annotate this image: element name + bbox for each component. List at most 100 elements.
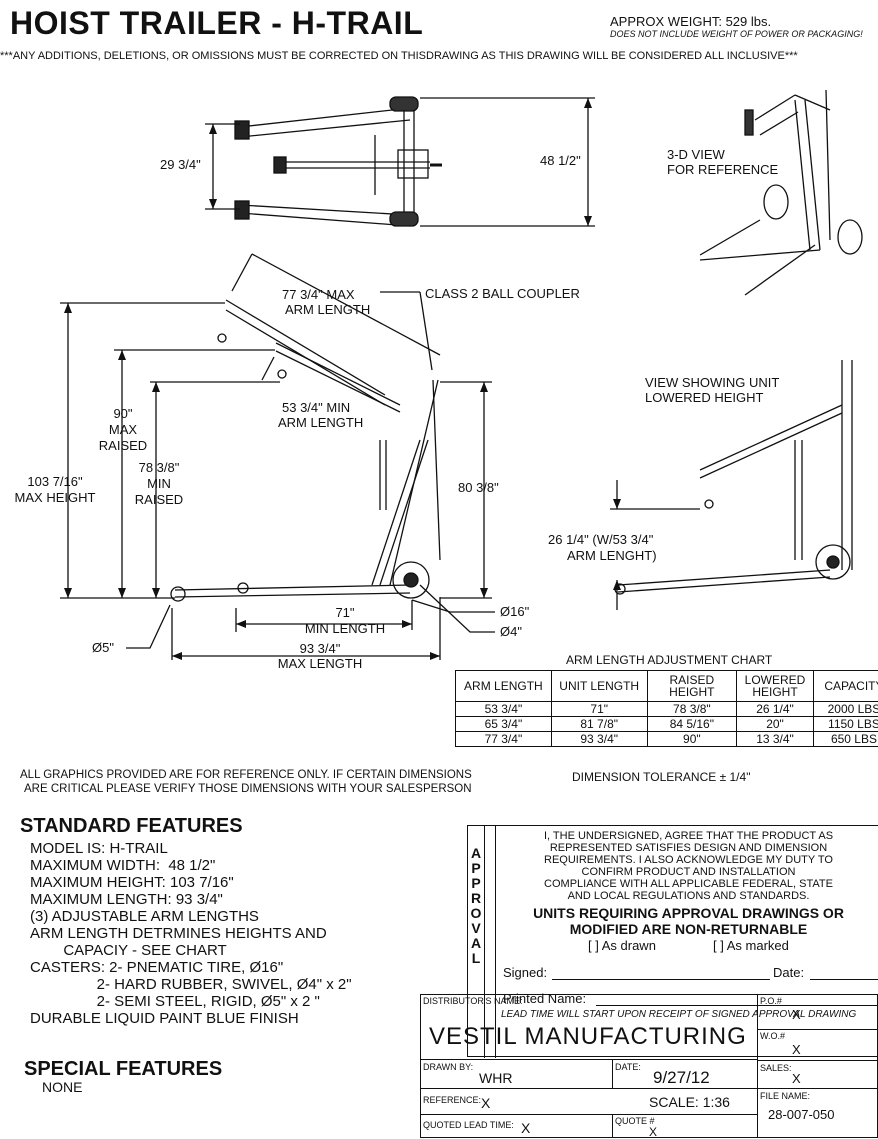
approval-warning-2: MODIFIED ARE NON-RETURNABLE bbox=[498, 921, 878, 937]
max-arm-label-1: 77 3/4" MAX bbox=[282, 287, 355, 302]
feature-line: MAXIMUM LENGTH: 93 3/4" bbox=[30, 891, 352, 908]
cell: 13 3/4" bbox=[737, 732, 814, 747]
feature-line: CASTERS: 2- PNEMATIC TIRE, Ø16" bbox=[30, 959, 352, 976]
signed-field[interactable] bbox=[552, 979, 770, 980]
approval-letter: A bbox=[468, 936, 484, 951]
date-block-label: DATE: bbox=[615, 1062, 641, 1072]
lowered-label-2: LOWERED HEIGHT bbox=[645, 390, 763, 405]
feature-line: (3) ADJUSTABLE ARM LENGTHS bbox=[30, 908, 352, 925]
table-row: 77 3/4" 93 3/4" 90" 13 3/4" 650 LBS bbox=[456, 732, 878, 747]
graphics-note-2: ARE CRITICAL PLEASE VERIFY THOSE DIMENSI… bbox=[24, 783, 472, 795]
standard-features-title: STANDARD FEATURES bbox=[20, 815, 243, 838]
date-cell: DATE: 9/27/12 bbox=[612, 1059, 758, 1089]
iso-view-drawing bbox=[700, 90, 862, 295]
cell: 1150 LBS bbox=[813, 717, 878, 732]
dim-inner-width: 29 3/4" bbox=[160, 157, 201, 172]
quoted-lead-value: X bbox=[521, 1120, 530, 1136]
cell: 71" bbox=[551, 702, 647, 717]
tolerance-note: DIMENSION TOLERANCE ± 1/4" bbox=[572, 770, 750, 784]
special-features-title: SPECIAL FEATURES bbox=[24, 1058, 222, 1081]
cell: 20" bbox=[737, 717, 814, 732]
table-header-row: ARM LENGTH UNIT LENGTH RAISED HEIGHT LOW… bbox=[456, 671, 878, 702]
approval-letter: A bbox=[468, 846, 484, 861]
special-features-value: NONE bbox=[42, 1079, 82, 1095]
max-raised-label-2: MAX bbox=[100, 422, 146, 437]
max-raised-label-3: RAISED bbox=[95, 438, 151, 453]
feature-line: 2- SEMI STEEL, RIGID, Ø5" x 2 " bbox=[30, 993, 352, 1010]
lowered-dim-2: ARM LENGHT) bbox=[567, 548, 657, 563]
quoted-lead-cell: QUOTED LEAD TIME: X bbox=[420, 1114, 613, 1138]
approval-text-line: REQUIREMENTS. I ALSO ACKNOWLEDGE MY DUTY… bbox=[498, 854, 878, 866]
wo-value: X bbox=[792, 1042, 801, 1057]
cell: 81 7/8" bbox=[551, 717, 647, 732]
approval-text-line: CONFIRM PRODUCT AND INSTALLATION bbox=[498, 866, 878, 878]
feature-line: CAPACIY - SEE CHART bbox=[30, 942, 352, 959]
po-value: X bbox=[792, 1007, 801, 1022]
table-row: 65 3/4" 81 7/8" 84 5/16" 20" 1150 LBS bbox=[456, 717, 878, 732]
title-block: DISTRIBUTOR'S NAME: VESTIL MANUFACTURING… bbox=[420, 994, 878, 1138]
sales-value: X bbox=[792, 1071, 801, 1086]
as-marked-checkbox[interactable]: [ ] As marked bbox=[713, 938, 789, 953]
feature-line: 2- HARD RUBBER, SWIVEL, Ø4" x 2" bbox=[30, 976, 352, 993]
feature-line: ARM LENGTH DETRMINES HEIGHTS AND bbox=[30, 925, 352, 942]
coupler-label: CLASS 2 BALL COUPLER bbox=[425, 286, 580, 301]
file-value: 28-007-050 bbox=[768, 1107, 835, 1122]
standard-features-list: MODEL IS: H-TRAIL MAXIMUM WIDTH: 48 1/2"… bbox=[30, 840, 352, 1027]
max-raised-label-1: 90" bbox=[108, 406, 138, 421]
max-height-label-1: 103 7/16" bbox=[20, 474, 90, 489]
dim-max-width: 48 1/2" bbox=[540, 153, 581, 168]
side-view-drawing bbox=[60, 254, 495, 660]
adjustment-table-wrap: ARM LENGTH UNIT LENGTH RAISED HEIGHT LOW… bbox=[455, 670, 878, 747]
col-lowered-height: LOWERED HEIGHT bbox=[737, 671, 814, 702]
approval-warning: UNITS REQUIRING APPROVAL DRAWINGS OR MOD… bbox=[498, 905, 878, 937]
table-row: 53 3/4" 71" 78 3/8" 26 1/4" 2000 LBS bbox=[456, 702, 878, 717]
feature-line: MAXIMUM HEIGHT: 103 7/16" bbox=[30, 874, 352, 891]
cell: 53 3/4" bbox=[456, 702, 552, 717]
min-length-label-2: MIN LENGTH bbox=[300, 621, 390, 636]
wheel-5-label: Ø5" bbox=[92, 640, 114, 655]
approval-letter: V bbox=[468, 921, 484, 936]
date-block-value: 9/27/12 bbox=[653, 1068, 710, 1088]
col-unit-length: UNIT LENGTH bbox=[551, 671, 647, 702]
feature-line: DURABLE LIQUID PAINT BLUE FINISH bbox=[30, 1010, 352, 1027]
min-raised-label-1: 78 3/8" bbox=[133, 460, 185, 475]
approval-letter: P bbox=[468, 861, 484, 876]
min-raised-label-3: RAISED bbox=[131, 492, 187, 507]
reference-cell: REFERENCE: X SCALE: 1:36 bbox=[420, 1088, 758, 1115]
col-capacity: CAPACITY bbox=[813, 671, 878, 702]
wheel-16-label: Ø16" bbox=[500, 604, 529, 619]
date-field[interactable] bbox=[810, 979, 878, 980]
date-label: Date: bbox=[773, 965, 804, 980]
max-length-label-2: MAX LENGTH bbox=[270, 656, 370, 671]
cell: 65 3/4" bbox=[456, 717, 552, 732]
drawn-by-cell: DRAWN BY: WHR bbox=[420, 1059, 613, 1089]
max-length-label-1: 93 3/4" bbox=[270, 641, 370, 656]
col-arm-length: ARM LENGTH bbox=[456, 671, 552, 702]
min-length-label-1: 71" bbox=[300, 605, 390, 620]
as-drawn-checkbox[interactable]: [ ] As drawn bbox=[588, 938, 656, 953]
reference-label: REFERENCE: bbox=[423, 1095, 481, 1105]
wo-cell: W.O.# X bbox=[757, 1029, 878, 1061]
cell: 78 3/8" bbox=[647, 702, 736, 717]
drawn-by-label: DRAWN BY: bbox=[423, 1062, 473, 1072]
lowered-label-1: VIEW SHOWING UNIT bbox=[645, 375, 779, 390]
quote-value: X bbox=[649, 1125, 657, 1139]
cell: 2000 LBS bbox=[813, 702, 878, 717]
quote-cell: QUOTE # X bbox=[612, 1114, 758, 1138]
lowered-dim-1: 26 1/4" (W/53 3/4" bbox=[548, 532, 653, 547]
wheel-4-label: Ø4" bbox=[500, 624, 522, 639]
top-view-drawing bbox=[205, 97, 595, 226]
scale-value: SCALE: 1:36 bbox=[649, 1094, 730, 1110]
file-label: FILE NAME: bbox=[760, 1091, 810, 1101]
approval-letter: P bbox=[468, 876, 484, 891]
sales-label: SALES: bbox=[760, 1063, 792, 1073]
cell: 93 3/4" bbox=[551, 732, 647, 747]
wo-label: W.O.# bbox=[760, 1031, 785, 1041]
approval-text-line: AND LOCAL REGULATIONS AND STANDARDS. bbox=[498, 890, 878, 902]
cell: 90" bbox=[647, 732, 736, 747]
min-arm-label-1: 53 3/4" MIN bbox=[282, 400, 350, 415]
max-arm-label-2: ARM LENGTH bbox=[285, 302, 370, 317]
distributor-name: VESTIL MANUFACTURING bbox=[429, 1023, 747, 1051]
approval-text-line: REPRESENTED SATISFIES DESIGN AND DIMENSI… bbox=[498, 842, 878, 854]
iso-view-label-1: 3-D VIEW bbox=[667, 147, 725, 162]
